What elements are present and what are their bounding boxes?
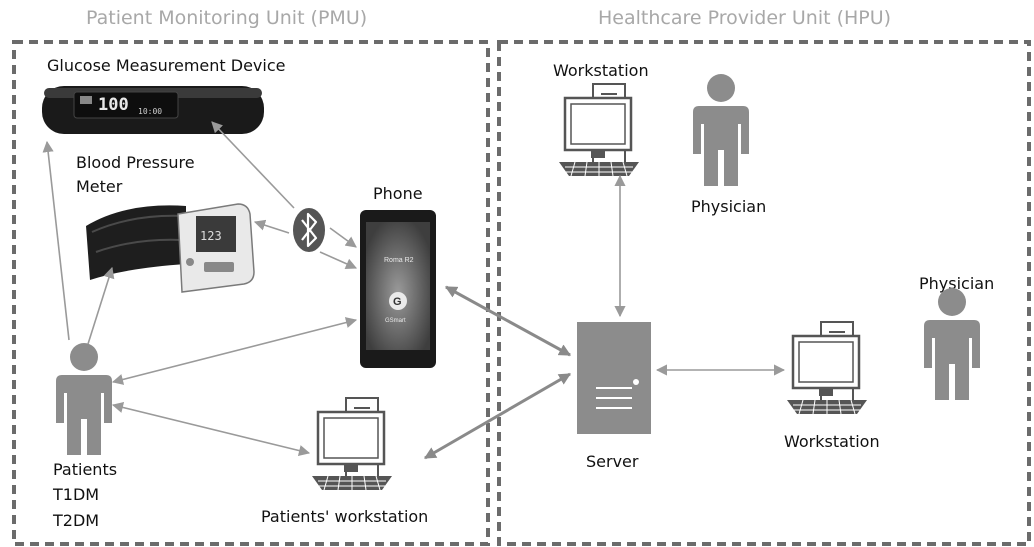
phone-brand-text: Roma R2 [384,257,414,264]
physician-top-label: Physician [691,197,766,216]
glucose-meter-icon: 100 10:00 [42,86,264,134]
hpu-frame [497,40,1031,546]
workstation-right-label: Workstation [784,432,880,451]
bp-label-line2: Meter [76,177,123,196]
connection-arrows [42,121,786,457]
arrow-patient-glucose [42,140,70,341]
workstation-top-computer-icon [557,82,641,178]
arrow-bluetooth-bp [253,219,290,234]
arrow-bluetooth-glucose [211,121,295,209]
phone-icon: Roma R2 G GSmart [360,210,436,368]
patients-workstation-computer-icon [310,396,394,492]
patients-label: Patients [53,460,117,479]
arrow-patient-bp [87,266,115,345]
bp-label-line1: Blood Pressure [76,153,195,172]
physician-top-person-icon [693,74,749,186]
phone-logo: G [393,296,402,308]
t2dm-label: T2DM [52,511,99,530]
hpu-title: Healthcare Provider Unit (HPU) [598,7,891,29]
workstation-right-computer-icon [785,320,869,416]
workstation-top-label: Workstation [553,61,649,80]
phone-logo-text: GSmart [385,318,406,324]
svg-text:123: 123 [200,229,222,243]
arrow-bluetooth-phone-upper [329,227,357,248]
bluetooth-icon [293,208,325,252]
arrow-patients-workstation-server [423,372,572,460]
glucose-display-value: 100 [98,95,129,115]
blood-pressure-meter-icon: 123 [86,203,255,293]
server-icon [577,322,651,434]
server-label: Server [586,452,639,471]
arrow-phone-server [444,285,572,357]
network-arrows [423,285,572,460]
arrow-phone-patient [111,317,358,385]
phone-label: Phone [373,184,423,203]
patient-person-icon [56,343,112,455]
pmu-title: Patient Monitoring Unit (PMU) [86,7,367,29]
arrow-bluetooth-phone-lower [319,251,358,270]
arrow-patient-workstation [111,401,311,457]
t1dm-label: T1DM [52,485,99,504]
physician-right-label: Physician [919,274,994,293]
glucose-device-label: Glucose Measurement Device [47,56,285,75]
patients-workstation-label: Patients' workstation [261,507,428,526]
glucose-display-time: 10:00 [138,107,162,116]
physician-right-person-icon [924,288,980,400]
